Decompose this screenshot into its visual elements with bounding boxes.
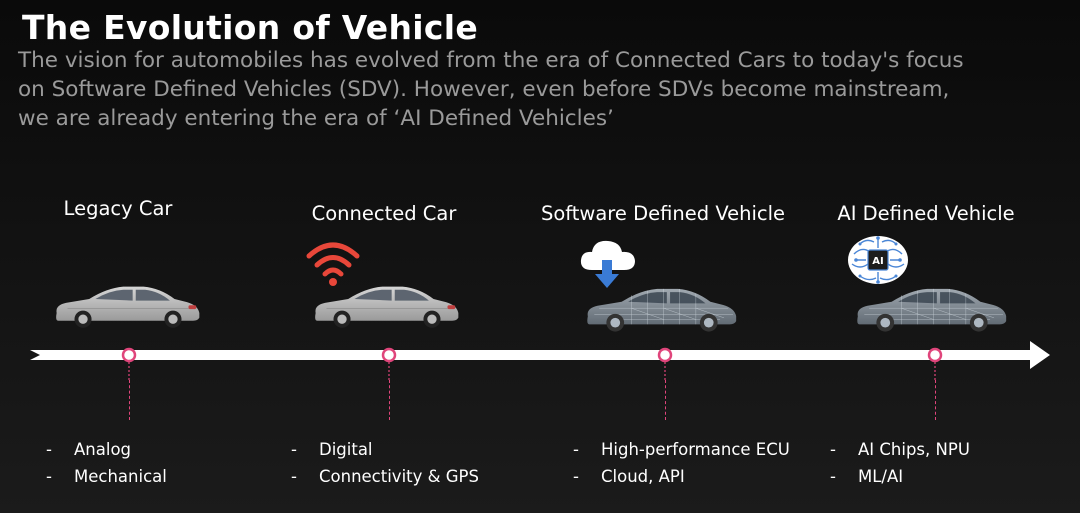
bullet-dash: - [830,467,836,486]
page-subtitle: The vision for automobiles has evolved f… [18,46,1068,133]
bullet-dash: - [830,440,836,459]
bullet-dash: - [291,440,297,459]
stage-label-connected-car: Connected Car [311,202,457,225]
timeline-connector-tail-software-defined-vehicle [664,380,666,420]
stage-label-ai-defined-vehicle: AI Defined Vehicle [837,202,1015,225]
timeline-marker-legacy-car [121,347,137,363]
bullet-text: ML/AI [858,467,904,486]
bullet-dash: - [46,440,52,459]
ai-chip-label: AI [872,256,883,267]
cloud-download-icon [580,240,635,288]
bullet-dash: - [291,467,297,486]
stage-bullets-legacy-car: - Analog - Mechanical [46,436,167,490]
subtitle-line-2: on Software Defined Vehicles (SDV). Howe… [18,77,950,102]
timeline [30,341,1050,380]
bullet-text: Analog [74,440,132,459]
ai-brain-icon: AI [848,236,908,284]
bullet-text: Cloud, API [601,467,685,486]
page-title: The Evolution of Vehicle [22,8,479,47]
timeline-marker-ai-defined-vehicle [927,347,943,363]
software-defined-vehicle-image [586,288,737,332]
legacy-car-image [55,286,200,329]
bullet-dash: - [46,467,52,486]
list-item: - Digital [291,436,479,463]
list-item: - ML/AI [830,463,970,490]
bullet-dash: - [573,440,579,459]
bullet-text: Connectivity & GPS [319,467,479,486]
bullet-text: High-performance ECU [601,440,790,459]
bullet-text: Digital [319,440,373,459]
subtitle-line-1: The vision for automobiles has evolved f… [18,48,964,73]
wifi-icon [306,242,360,286]
list-item: - Connectivity & GPS [291,463,479,490]
stage-bullets-ai-defined-vehicle: - AI Chips, NPU - ML/AI [830,436,970,490]
ai-defined-vehicle-image [856,288,1007,332]
list-item: - AI Chips, NPU [830,436,970,463]
timeline-marker-connected-car [381,347,397,363]
subtitle-line-3: we are already entering the era of ‘AI D… [18,106,614,131]
list-item: - Mechanical [46,463,167,490]
bullet-text: Mechanical [74,467,167,486]
bullet-text: AI Chips, NPU [858,440,970,459]
timeline-arrow [30,341,1050,369]
timeline-connector-tail-ai-defined-vehicle [934,380,936,420]
stage-bullets-connected-car: - Digital - Connectivity & GPS [291,436,479,490]
timeline-connector-tail-legacy-car [128,380,130,420]
timeline-connector-tail-connected-car [388,380,390,420]
stage-label-legacy-car: Legacy Car [63,197,173,220]
timeline-marker-software-defined-vehicle [657,347,673,363]
bullet-dash: - [573,467,579,486]
list-item: - Analog [46,436,167,463]
list-item: - High-performance ECU [573,436,790,463]
stage-bullets-software-defined-vehicle: - High-performance ECU - Cloud, API [573,436,790,490]
stage-label-software-defined-vehicle: Software Defined Vehicle [540,202,786,225]
list-item: - Cloud, API [573,463,790,490]
